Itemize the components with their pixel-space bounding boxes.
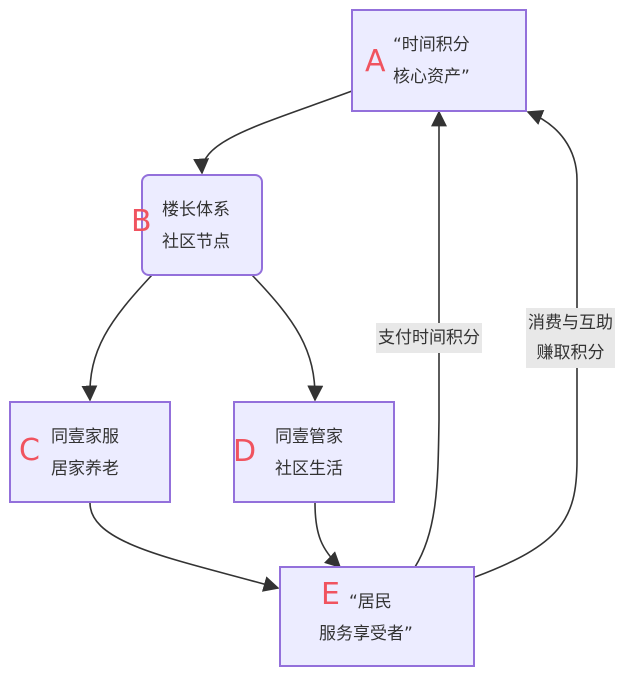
node-letter-a: A — [365, 44, 386, 79]
edge-e-to-a-pay — [414, 110, 447, 568]
edge-e-to-a-earn — [474, 110, 578, 578]
node-b-line2: 社区节点 — [162, 232, 230, 252]
node-letter-c: C — [19, 433, 40, 468]
edge-d-to-e — [314, 502, 342, 569]
node-a-line1: “时间积分 — [393, 35, 470, 55]
node-c-line1: 同壹家服 — [51, 427, 119, 447]
edge-label-pay-text: 支付时间积分 — [378, 328, 480, 348]
node-letter-d: D — [233, 434, 257, 469]
edge-b-to-d — [251, 274, 324, 402]
edge-c-to-e — [89, 502, 280, 592]
node-e-line2: 服务享受者” — [319, 624, 413, 644]
edge-a-to-b — [193, 90, 353, 175]
node-d-line2: 社区生活 — [275, 459, 343, 479]
edge-label-earn-line1: 消费与互助 — [528, 313, 613, 333]
node-letter-e: E — [321, 577, 340, 612]
node-a-time-points-core-asset[interactable]: A “时间积分 核心资产” — [351, 9, 527, 112]
node-letter-b: B — [131, 204, 152, 239]
node-a-line2: 核心资产” — [393, 67, 470, 87]
node-d-line1: 同壹管家 — [275, 427, 343, 447]
edge-label-pay-time-points: 支付时间积分 — [376, 323, 482, 353]
node-e-resident-service-recipient[interactable]: E “居民 服务享受者” — [279, 566, 475, 667]
node-c-line2: 居家养老 — [51, 459, 119, 479]
node-d-community-life[interactable]: D 同壹管家 社区生活 — [233, 401, 395, 503]
node-b-building-leader-system[interactable]: B 楼长体系 社区节点 — [131, 174, 263, 276]
node-c-home-elderly-care[interactable]: C 同壹家服 居家养老 — [9, 401, 171, 503]
node-b-line1: 楼长体系 — [162, 200, 230, 220]
edge-label-earn-points: 消费与互助 赚取积分 — [526, 308, 615, 368]
edge-b-to-c — [81, 274, 153, 402]
node-e-line1: “居民 — [349, 592, 392, 612]
edge-label-earn-line2: 赚取积分 — [536, 343, 605, 363]
